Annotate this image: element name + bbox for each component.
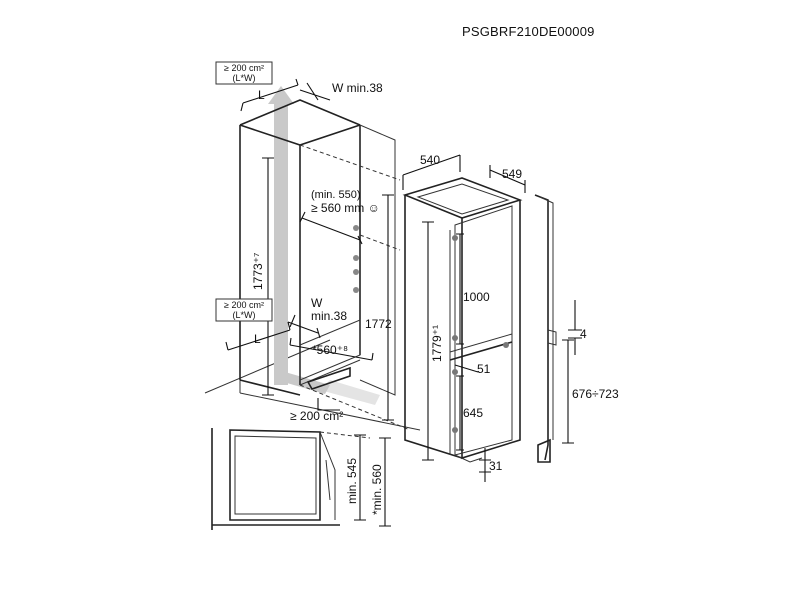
dim-W-bottom [287,314,321,339]
label-560-niche: *560⁺⁸ [312,343,348,357]
compartment-divider [449,341,513,361]
label-549: 549 [502,167,522,181]
cabinet-base [299,319,361,381]
label-min545: min. 545 [345,458,359,504]
dim-4 [568,300,582,355]
appliance-side [404,195,463,459]
label-4: 4 [580,327,587,341]
projection-mid [359,234,401,251]
label-W-top: W min.38 [332,81,383,95]
label-676-723: 676÷723 [572,387,619,401]
dim-1773 [262,157,274,396]
dim-min560 [379,437,391,527]
label-L-top: L [258,88,265,102]
dim-L-bottom [225,321,291,351]
appliance-top-inner [416,183,510,215]
air-inflow-arrow [320,380,380,405]
air-column [274,100,288,385]
dim-560-depth [299,211,363,245]
cabinet-top-front [239,124,361,146]
label-51: 51 [477,362,491,376]
dim-560-width [289,337,374,361]
dim-1000 [456,233,464,345]
dim-540 [402,154,461,190]
dim-31 [479,448,491,482]
label-min550: (min. 550) [311,189,361,201]
dim-W-top [299,82,331,101]
floor-edge [239,380,421,431]
appliance-hinges [452,235,509,433]
label-1773: 1773⁺⁷ [251,253,265,290]
compartment-divider-2 [449,333,513,353]
profile-front [534,194,549,461]
cabinet-bottom-edge [239,379,301,396]
dim-1779 [422,221,434,461]
label-W-bottom-2: min.38 [311,309,347,323]
dim-L-top-ticks [240,78,299,112]
cabinet-hinges [353,225,359,293]
detail-box [229,429,321,521]
detail-section [211,428,371,530]
vent-bottom-box: ≥ 200 cm² (L*W) [215,298,273,322]
appliance-front [461,200,521,460]
detail-inner [234,435,317,515]
label-L-bottom: L [254,332,261,346]
dim-645 [456,375,464,451]
label-1772: 1772 [365,317,392,331]
vent-top-line2: (L*W) [233,73,256,83]
niche-drawing [204,86,421,431]
detail-projection [319,431,371,439]
vent-top-box: ≥ 200 cm² (L*W) [215,61,273,85]
appliance-feet [454,454,483,463]
leader-floor-vent [317,398,340,411]
detail-door [319,431,336,520]
label-ge560: ≥ 560 mm ☺ [311,201,380,215]
label-min560: *min. 560 [370,464,384,515]
projection-top [299,144,401,181]
dim-549 [489,165,526,193]
vent-bottom-line1: ≥ 200 cm² [224,300,264,310]
projection-bottom [299,384,411,431]
plinth-vent [306,366,351,390]
vent-bottom-line2: (L*W) [233,310,256,320]
label-1000: 1000 [463,290,490,304]
label-540: 540 [420,153,440,167]
label-W-bottom-1: W [311,296,323,310]
label-645: 645 [463,406,483,420]
door-profile-drawing [534,194,557,463]
dim-min545 [354,434,366,521]
profile-back [539,196,554,440]
label-31: 31 [489,459,503,473]
label-floor-vent: ≥ 200 cm² [290,409,343,423]
dim-676-723 [562,339,574,444]
reference-code: PSGBRF210DE00009 [462,24,595,39]
leader-51 [454,364,479,373]
dim-L-top [242,84,299,104]
vent-top-line1: ≥ 200 cm² [224,63,264,73]
appliance-drawing [402,177,523,463]
label-1779: 1779⁺¹ [430,325,444,362]
profile-foot [537,438,551,463]
detail-door-inner [325,459,331,501]
cabinet-door [359,124,396,396]
appliance-door [454,205,513,456]
cabinet-top-back [239,99,361,126]
air-outflow-arrow-head [268,86,294,104]
profile-gap [547,329,557,346]
dim-1772 [382,194,394,421]
